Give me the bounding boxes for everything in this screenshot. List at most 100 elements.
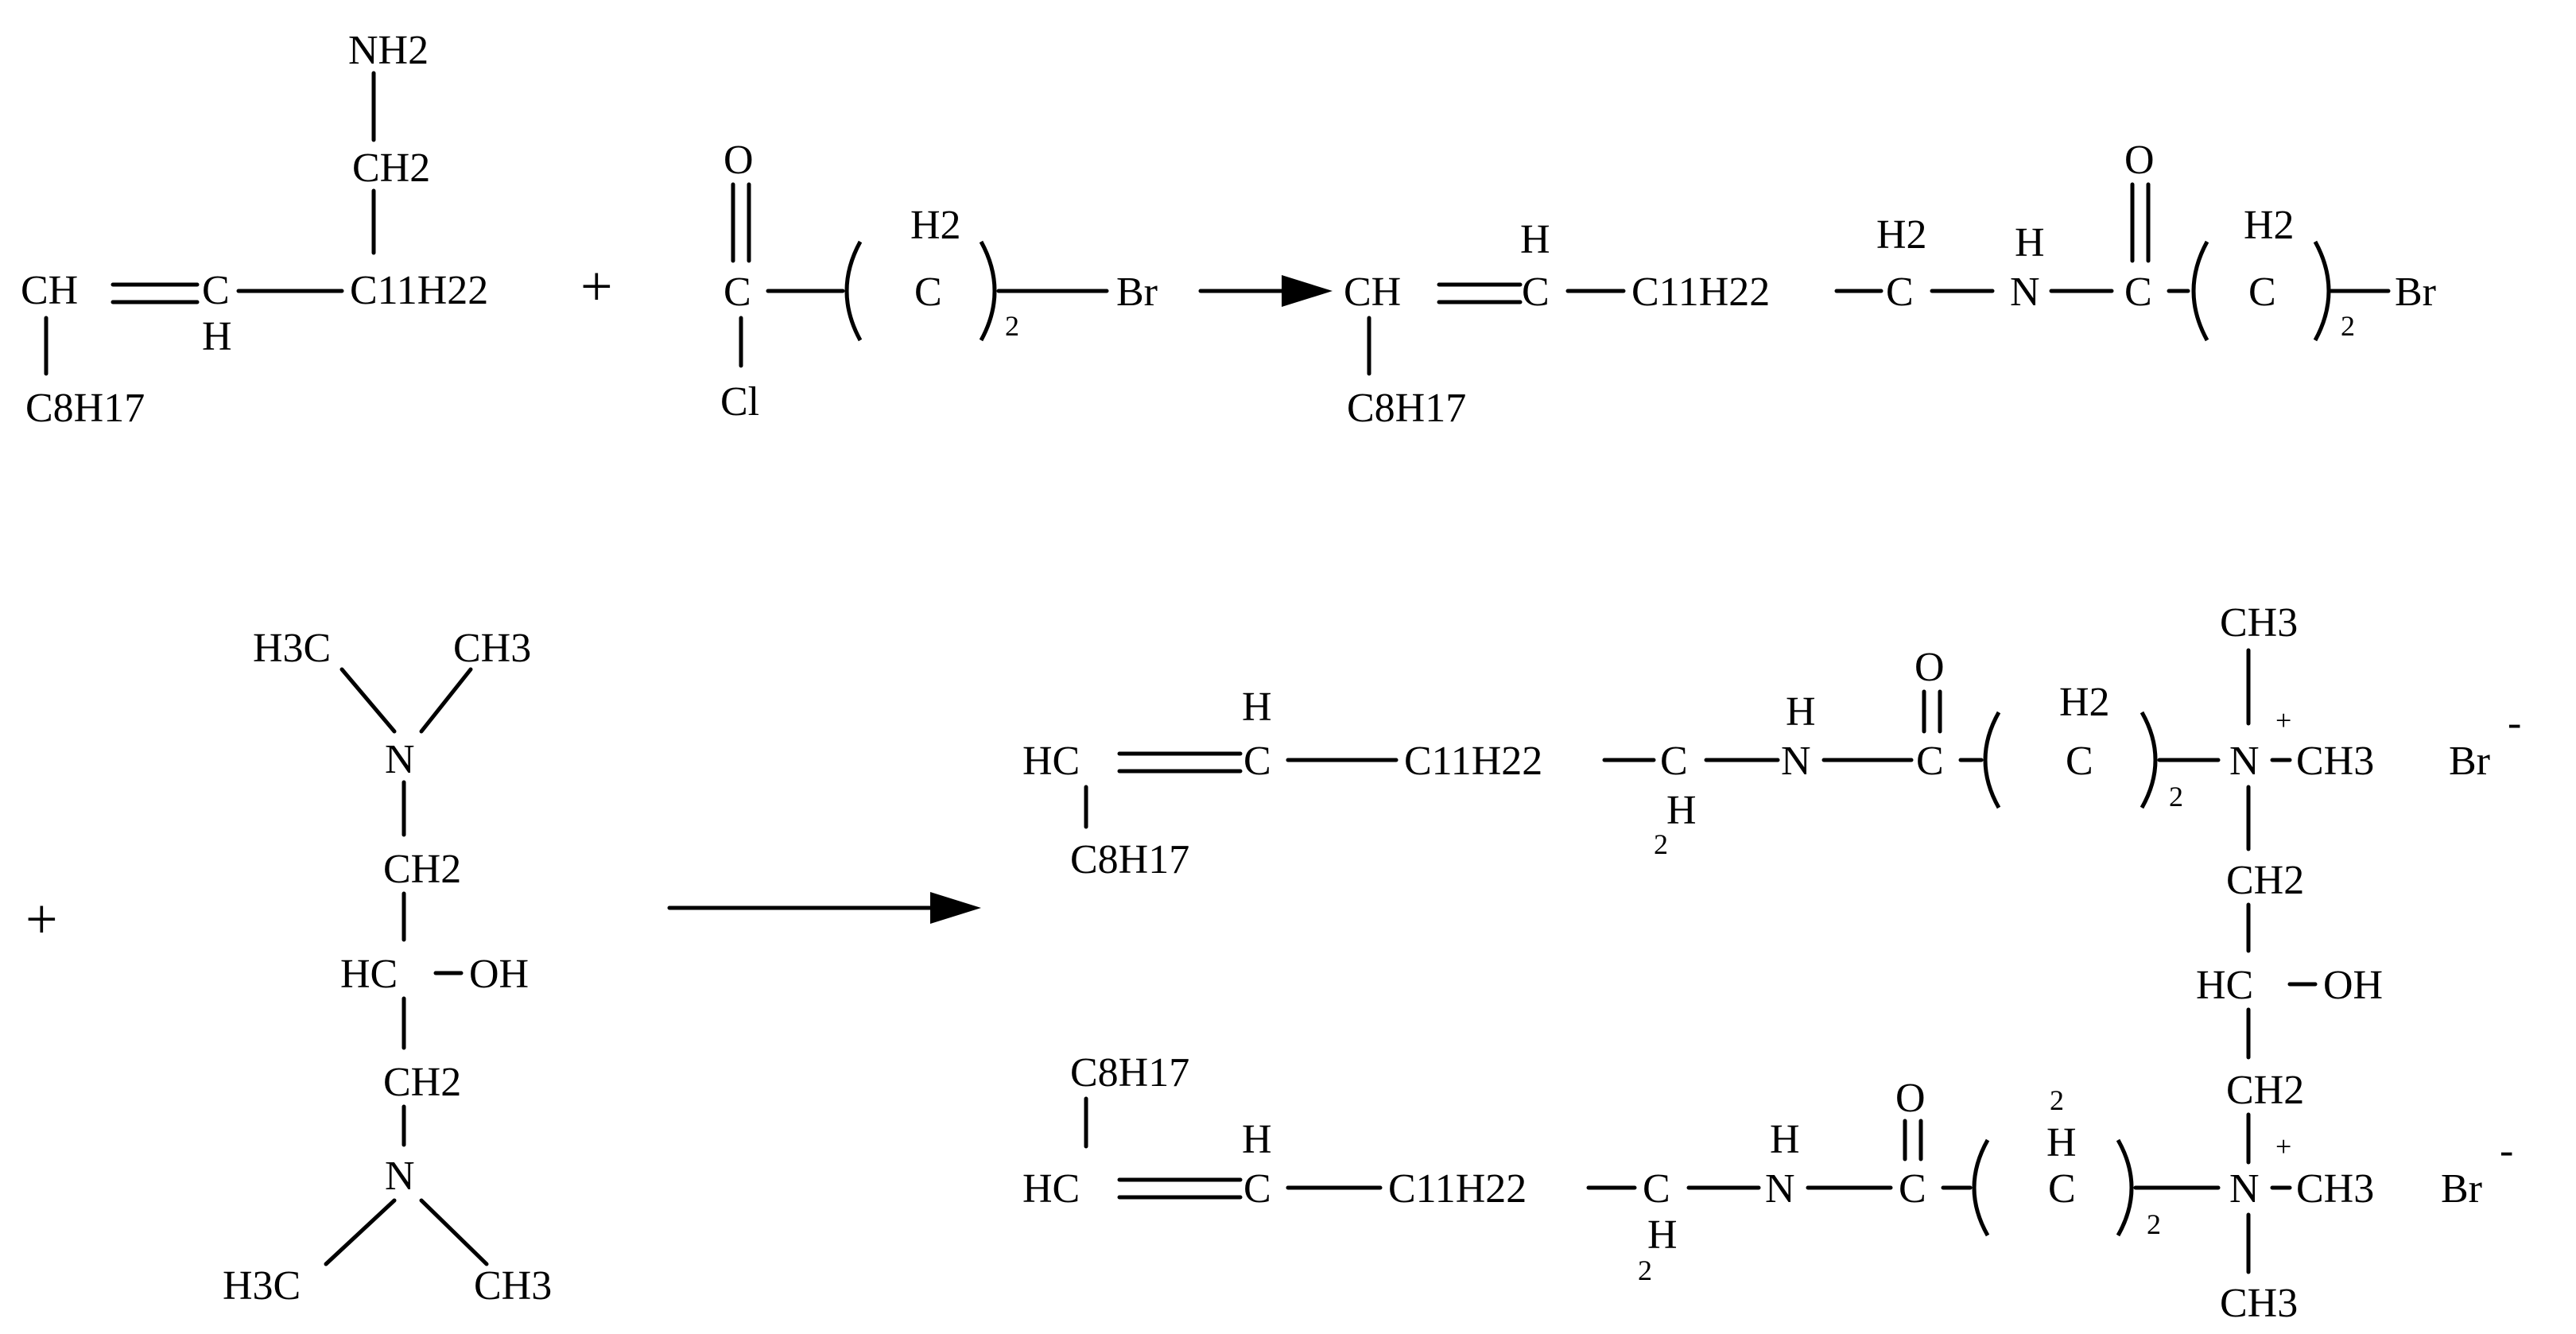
r2-cl: Cl [720,379,759,425]
int-c-carbonyl: C [2124,270,2152,315]
pb-h-mid: H [2046,1120,2077,1165]
pt-hc: HC [1022,739,1080,784]
pt-c-ch2: C [1660,739,1688,784]
pt-paren-right [2140,711,2158,809]
pb-o: O [1895,1076,1926,1121]
r1-c8h17: C8H17 [25,386,145,431]
int-c8h17: C8H17 [1347,386,1466,431]
dia-h3c-top: H3C [253,626,331,671]
r1-h: H [202,314,232,359]
dia-bond-n2-h3c [324,1198,397,1266]
dia-ch2-bottom: CH2 [383,1060,461,1105]
br-ch2-top: CH2 [2226,858,2304,903]
product-hydroxypropyl-spacer: CH2 HC OH CH2 [2196,785,2383,1165]
pt-nh-h: H [1786,689,1816,735]
pt-n-plus: N [2229,739,2260,784]
int-c11h22: C11H22 [1631,270,1770,315]
pb-h: H [1242,1117,1272,1162]
r2-paren-left [844,240,863,342]
pt-two-below: 2 [1654,828,1668,860]
pt-ch3-right: CH3 [2296,739,2374,784]
dia-bond-n1-ch3 [419,667,473,734]
product-upper-chain: HC H C C11H22 C H 2 H N O C H2 C 2 CH3 +… [1022,600,2521,882]
pb-h-below: H [1647,1212,1678,1258]
int-ch: CH [1344,270,1401,315]
pt-plus: + [2275,704,2291,736]
pt-h: H [1242,684,1272,730]
pt-counterion: Br [2449,739,2490,784]
int-n: N [2010,270,2040,315]
dia-bond-n1-h3c [339,667,397,734]
br-ch2-bottom: CH2 [2226,1068,2304,1113]
pb-n-plus: N [2229,1166,2260,1212]
pb-c-repeat: C [2048,1166,2076,1212]
pb-c: C [1243,1166,1271,1212]
dia-oh: OH [469,952,529,997]
pt-c11h22: C11H22 [1404,739,1542,784]
pb-minus: - [2500,1128,2513,1173]
pt-n: N [1781,739,1811,784]
pt-h2: H2 [2059,680,2110,725]
pt-c8h17: C8H17 [1070,837,1189,882]
dia-bond-n2-ch3 [419,1198,489,1266]
pb-c8h17: C8H17 [1070,1050,1189,1096]
plus-sign-1: + [580,254,613,318]
dia-hc: HC [340,952,398,997]
int-paren-left [2191,240,2209,342]
dia-h3c-bottom: H3C [223,1263,301,1309]
r2-br: Br [1116,270,1158,315]
pb-ch3-right: CH3 [2296,1166,2374,1212]
pt-paren-left [1983,711,2001,809]
reactant-2-bromoacyl-chloride: O C Cl H2 C 2 Br [720,138,1158,425]
r1-ch: CH [21,268,78,313]
int-o: O [2124,138,2155,183]
pb-c-ch2: C [1643,1166,1670,1212]
pb-plus: + [2275,1130,2291,1162]
pb-two-above: 2 [2050,1084,2064,1116]
int-br: Br [2395,270,2436,315]
pt-c-repeat: C [2066,739,2093,784]
int-c-repeat: C [2248,270,2276,315]
reaction-arrow-2 [667,892,981,924]
int-c: C [1522,270,1550,315]
arrow-1-head [1282,275,1333,307]
pb-paren-left [1972,1138,1990,1237]
dia-n-bottom: N [385,1154,415,1199]
r2-c: C [724,270,751,315]
pb-c-carbonyl: C [1899,1166,1926,1212]
r1-c11h22: C11H22 [350,268,488,313]
br-oh: OH [2323,963,2383,1008]
r2-o: O [724,138,754,183]
dia-n-top: N [385,737,415,782]
int-paren-right [2313,240,2331,342]
dia-ch3-bottom: CH3 [474,1263,552,1309]
dia-ch2-top: CH2 [383,847,461,892]
int-repeat-n: 2 [2341,310,2355,342]
pt-ch3-up: CH3 [2220,600,2298,646]
int-repeat-h2: H2 [2244,203,2295,248]
plus-sign-2: + [25,887,58,951]
pb-repeat-n: 2 [2147,1208,2161,1240]
pb-c11h22: C11H22 [1388,1166,1527,1212]
r1-c: C [202,268,230,313]
r1-ch2: CH2 [352,145,430,191]
pt-repeat-n: 2 [2169,781,2183,812]
intermediate-bromo-amide: CH H C C11H22 H2 C H N O C H2 C 2 Br C8H… [1344,138,2436,431]
r2-h2: H2 [910,203,961,248]
pb-nh-h: H [1770,1117,1800,1162]
diamine-reagent: H3C CH3 N CH2 HC OH CH2 N H3C CH3 [223,626,552,1309]
br-hc: HC [2196,963,2253,1008]
pt-c-carbonyl: C [1916,739,1944,784]
pt-h-below: H [1666,788,1697,833]
int-h2: H2 [1876,212,1927,258]
pb-hc: HC [1022,1166,1080,1212]
pt-o: O [1915,645,1945,690]
arrow-2-head [930,892,981,924]
r2-paren-right [979,240,997,342]
pb-n: N [1765,1166,1795,1212]
pb-two-below: 2 [1638,1255,1652,1286]
r1-nh2: NH2 [348,28,429,73]
reactant-1-alkenyl-amine: NH2 CH2 CH C H C11H22 C8H17 [21,28,488,431]
pb-counterion: Br [2441,1166,2482,1212]
